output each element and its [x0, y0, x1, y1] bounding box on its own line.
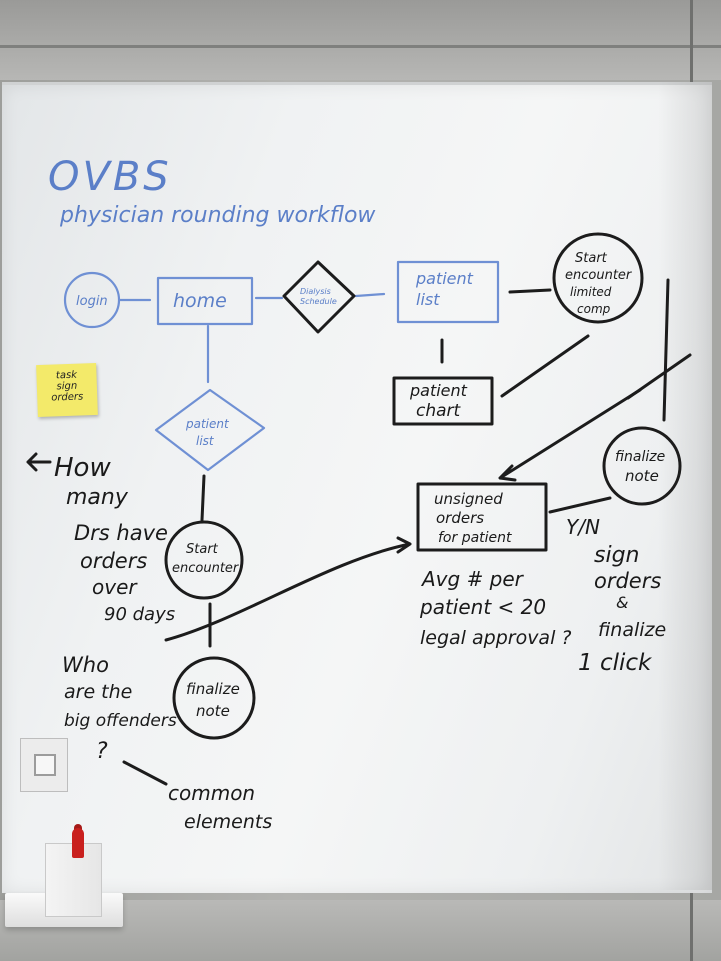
connector — [122, 760, 168, 786]
unsigned-label-3: for patient — [438, 530, 512, 546]
connector — [354, 292, 386, 298]
connector — [662, 278, 670, 422]
sign-1: sign — [594, 543, 639, 568]
finalize-note-bottom-node — [172, 656, 256, 740]
whiteboard — [2, 82, 712, 893]
sticky-line-3: orders — [51, 391, 84, 404]
yes-no: Y/N — [566, 515, 600, 539]
how-many-5: over — [92, 575, 138, 599]
finalize-note-bottom-label-1: finalize — [186, 680, 240, 698]
home-label: home — [173, 290, 227, 312]
finalize-note-right-label-1: finalize — [615, 449, 665, 465]
who-2: are the — [64, 681, 132, 703]
arrow-to-unsigned — [498, 388, 642, 482]
common-1: common — [168, 781, 255, 805]
finalize-note-right-label-2: note — [625, 467, 659, 485]
patient-list-left-label-1: patient — [185, 417, 230, 431]
connector — [548, 496, 612, 514]
how-many-3: Drs have — [74, 521, 168, 545]
finalize-note-right-node — [602, 426, 682, 506]
wall-seam — [0, 45, 721, 48]
title: OVBS — [48, 154, 172, 200]
start-encounter-top-label-2: encounter — [565, 268, 633, 283]
patient-chart-node — [392, 376, 494, 426]
unsigned-label-1: unsigned — [434, 490, 503, 508]
sign-2: orders — [594, 569, 661, 593]
login-label: login — [76, 294, 108, 309]
how-many-6: 90 days — [104, 604, 175, 625]
bracket-square — [34, 754, 56, 776]
sign-4: finalize — [598, 619, 666, 641]
unsigned-label-2: orders — [436, 509, 484, 527]
whiteboard-shade — [658, 82, 712, 890]
start-encounter-top-label-1: Start — [575, 251, 608, 266]
wall-top — [0, 0, 721, 80]
connector — [200, 474, 206, 522]
start-encounter-left-label-1: Start — [186, 542, 219, 557]
sign-5: 1 click — [578, 650, 653, 676]
patient-chart-label-2: chart — [416, 401, 462, 421]
finalize-note-bottom-label-2: note — [196, 702, 230, 720]
unsigned-orders-node — [416, 482, 548, 552]
start-encounter-left-node — [164, 520, 244, 600]
arrow-to-unsigned-2 — [164, 536, 412, 642]
how-many-4: orders — [80, 549, 147, 573]
patient-list-top-label-1: patient — [415, 269, 474, 288]
avg-1: Avg # per — [420, 567, 525, 591]
avg-3: legal approval ? — [420, 627, 571, 649]
avg-2: patient < 20 — [419, 595, 546, 619]
how-many-2: many — [66, 485, 129, 510]
red-marker[interactable] — [72, 828, 84, 858]
wall-bracket — [20, 738, 68, 792]
home-node — [156, 276, 254, 326]
start-encounter-left-label-2: encounter — [172, 561, 240, 576]
dialysis-schedule-node — [282, 260, 356, 334]
sticky-note: task sign orders — [36, 362, 98, 418]
arrow-left — [26, 452, 52, 472]
patient-list-left-label-2: list — [196, 434, 215, 448]
connector — [500, 334, 590, 398]
dialysis-label-2: Schedule — [300, 297, 337, 306]
subtitle: physician rounding workflow — [59, 203, 376, 228]
patient-list-top-node — [396, 260, 500, 324]
how-many-1: How — [54, 453, 111, 483]
patient-list-top-label-2: list — [416, 290, 440, 309]
start-encounter-top-label-4: comp — [577, 302, 611, 316]
who-1: Who — [62, 653, 109, 677]
patient-list-left-node — [154, 388, 266, 472]
patient-chart-label-1: patient — [409, 381, 468, 400]
common-2: elements — [184, 811, 272, 833]
sign-3: & — [616, 593, 628, 612]
dialysis-label-1: Dialysis — [300, 287, 331, 296]
start-encounter-top-label-3: limited — [570, 285, 612, 299]
connector — [508, 288, 552, 294]
who-3: big offenders — [64, 711, 177, 731]
start-encounter-top-node — [552, 232, 644, 324]
who-4: ? — [96, 739, 108, 764]
